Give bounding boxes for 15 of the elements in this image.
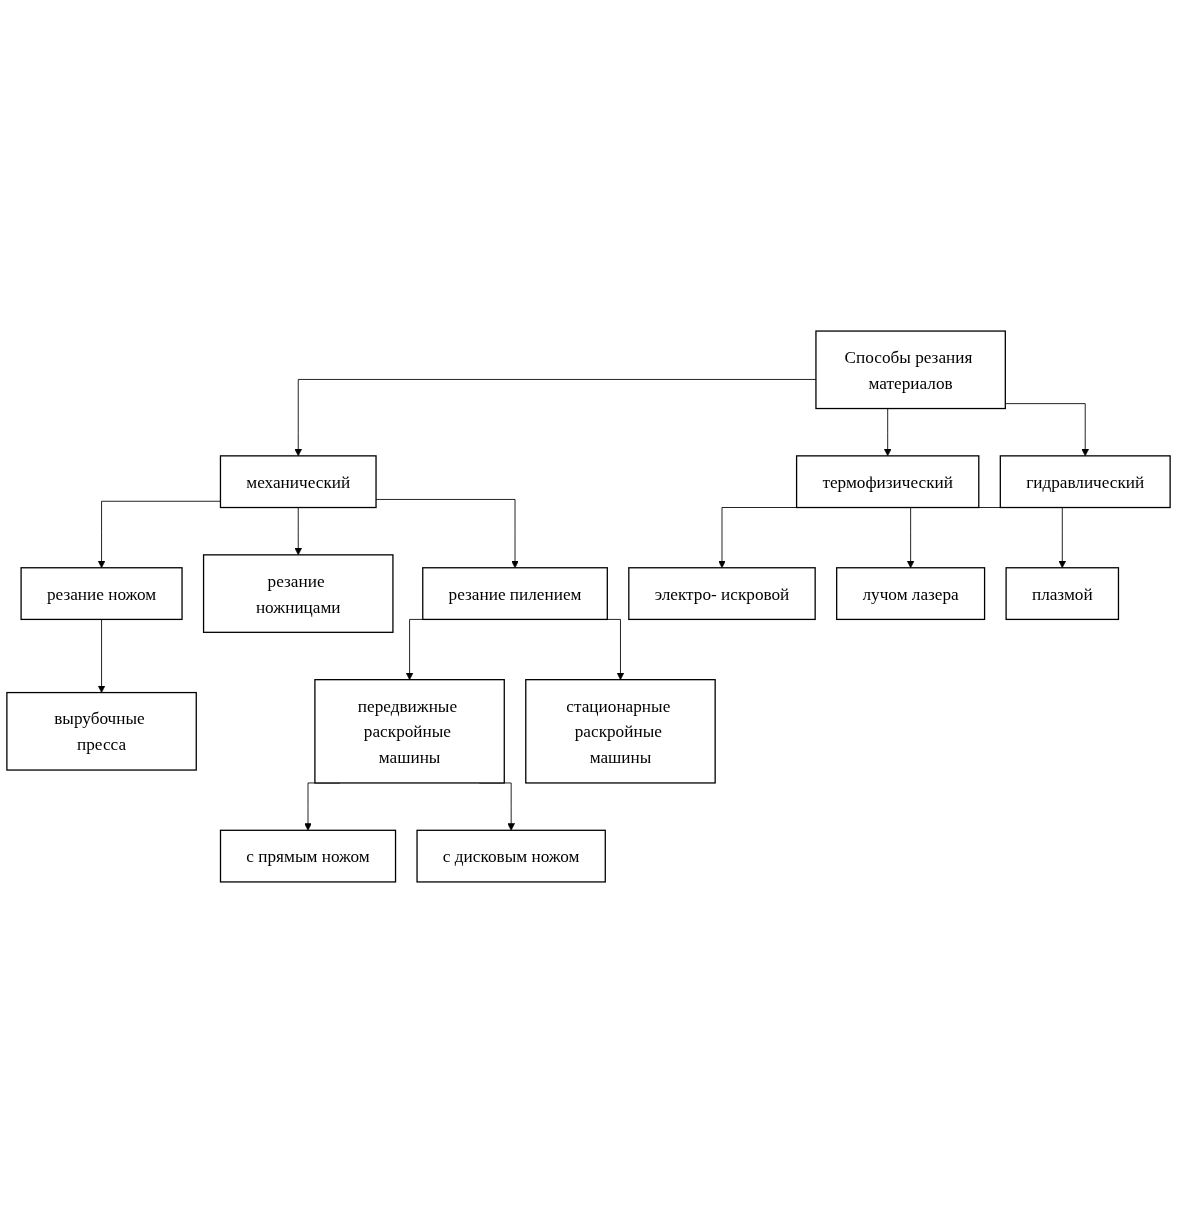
node-box: электро- искровой bbox=[628, 567, 816, 621]
node-box: механический bbox=[219, 455, 377, 509]
node-box: резание ножницами bbox=[202, 554, 394, 633]
node-box: лучом лазера bbox=[836, 567, 986, 621]
node-box: резание пилением bbox=[422, 567, 608, 621]
node-box: с дисковым ножом bbox=[416, 829, 606, 883]
node-box: плазмой bbox=[1005, 567, 1120, 621]
node-box: термофизический bbox=[795, 455, 980, 509]
node-box: гидравлический bbox=[999, 455, 1171, 509]
node-box: передвижные раскройные машины bbox=[314, 679, 505, 784]
node-box: стационарные раскройные машины bbox=[525, 679, 716, 784]
node-box: с прямым ножом bbox=[219, 829, 397, 883]
node-box: резание ножом bbox=[20, 567, 183, 621]
node-box: вырубочные пресса bbox=[6, 691, 197, 771]
node-box: Способы резания материалов bbox=[815, 330, 1006, 410]
